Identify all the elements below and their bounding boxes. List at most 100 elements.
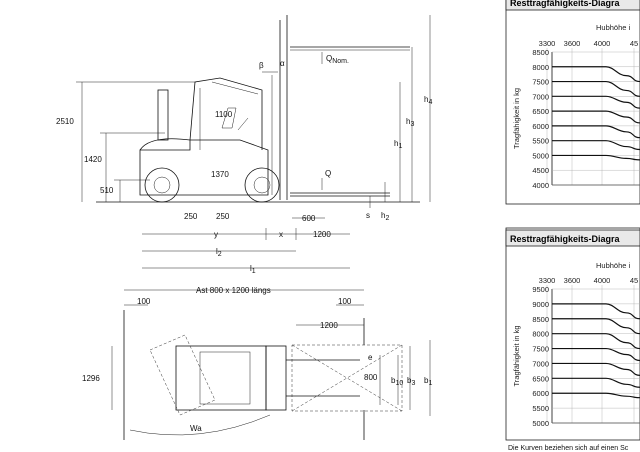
- y-tick-label: 6000: [532, 389, 549, 398]
- chart-title: Resttragfähigkeits-Diagra: [510, 234, 621, 244]
- top-tick-label: 45: [630, 39, 638, 48]
- y-axis-label: Tragfähigkeit in kg: [512, 325, 521, 386]
- capacity-curve: [552, 333, 640, 350]
- front-wheel-hub: [253, 176, 271, 194]
- mast-top: [265, 345, 287, 411]
- chart-frame: [505, 0, 640, 205]
- guard-roof: [211, 81, 259, 95]
- top-tick-label: 3300: [539, 39, 556, 48]
- dim-1420: 1420: [84, 155, 102, 164]
- y-tick-label: 5500: [532, 404, 549, 413]
- dim-b1: b1: [424, 376, 432, 387]
- capacity-curve: [552, 110, 640, 124]
- dim-b3: b3: [407, 376, 415, 387]
- q-label: Q: [325, 169, 331, 178]
- side-view: 2510 1420 510 1100 1370 β α QNom. Q h4 h…: [56, 15, 432, 275]
- dim-h4: h4: [424, 95, 432, 106]
- top-tick-label: 3300: [539, 276, 556, 285]
- y-tick-label: 9500: [532, 285, 549, 294]
- top-tick-label: 45: [630, 276, 638, 285]
- y-tick-label: 7000: [532, 92, 549, 101]
- turning-truck-outline: [149, 334, 216, 416]
- dim-h1: h1: [394, 139, 402, 150]
- y-tick-label: 9000: [532, 300, 549, 309]
- dim-2510: 2510: [56, 117, 74, 126]
- dim-l1: l1: [250, 264, 256, 275]
- y-tick-label: 8000: [532, 330, 549, 339]
- dim-100-b: 100: [338, 297, 352, 306]
- counterweight-top: [139, 138, 191, 151]
- dim-600: 600: [302, 214, 316, 223]
- y-tick-label: 7500: [532, 345, 549, 354]
- chart-subtitle: Hubhöhe i: [596, 23, 631, 32]
- top-tick-label: 3600: [564, 39, 581, 48]
- rear-wheel-hub: [153, 176, 171, 194]
- dim-ast: Ast 800 x 1200 längs: [196, 286, 271, 295]
- chart-subtitle: Hubhöhe i: [596, 261, 631, 270]
- capacity-curve: [552, 362, 640, 376]
- dim-h2: h2: [381, 211, 389, 222]
- dim-y: y: [214, 230, 218, 239]
- y-tick-label: 8000: [532, 63, 549, 72]
- front-wheel: [244, 167, 280, 203]
- capacity-curve: [552, 140, 640, 151]
- chart-header: [505, 229, 640, 247]
- overhead-guard: [189, 77, 263, 150]
- angle-alpha: α: [280, 59, 285, 68]
- exhaust-pipe: [157, 89, 169, 141]
- top-tick-label: 4000: [594, 39, 611, 48]
- chart-footnote: Die Kurven beziehen sich auf einen Sc: [508, 445, 629, 452]
- dim-510: 510: [100, 186, 114, 195]
- dim-s: s: [366, 211, 370, 220]
- steering-column: [237, 117, 249, 131]
- rear-wheel: [144, 167, 180, 203]
- capacity-curve: [552, 347, 640, 362]
- capacity-curve: [552, 125, 640, 139]
- y-tick-label: 7500: [532, 78, 549, 87]
- pallet-outline: [291, 344, 403, 412]
- chart-header: [505, 0, 640, 11]
- y-tick-label: 6000: [532, 122, 549, 131]
- capacity-curve: [552, 154, 640, 161]
- dim-1370: 1370: [211, 170, 229, 179]
- qnom-label: QNom.: [326, 54, 349, 65]
- capacity-curve: [552, 80, 640, 97]
- dim-l2: l2: [216, 247, 222, 258]
- dim-250-b: 250: [216, 212, 230, 221]
- y-tick-label: 5000: [532, 151, 549, 160]
- dim-100-a: 100: [137, 297, 151, 306]
- dim-1200-top: 1200: [320, 321, 338, 330]
- dim-800: 800: [364, 373, 378, 382]
- top-view: Ast 800 x 1200 längs 100 100 1200 1296 e…: [82, 286, 432, 440]
- y-tick-label: 5000: [532, 419, 549, 428]
- cab-top: [199, 351, 251, 405]
- y-tick-label: 6500: [532, 107, 549, 116]
- dim-1200: 1200: [313, 230, 331, 239]
- chart-title: Resttragfähigkeits-Diagra: [510, 0, 621, 8]
- y-tick-label: 7000: [532, 359, 549, 368]
- truck-body: [139, 139, 269, 196]
- capacity-curve: [552, 377, 640, 388]
- y-axis-label: Tragfähigkeit in kg: [512, 88, 521, 149]
- dim-b10: b10: [391, 376, 403, 387]
- capacity-curve: [552, 95, 640, 109]
- dim-x: x: [279, 230, 283, 239]
- dim-1100: 1100: [215, 110, 233, 119]
- capacity-curve: [552, 66, 640, 83]
- dim-250-a: 250: [184, 212, 198, 221]
- pallet-diagonal-b: [291, 344, 403, 412]
- capacity-curve: [552, 318, 640, 335]
- capacity-curve: [552, 303, 640, 320]
- y-tick-label: 4500: [532, 166, 549, 175]
- y-tick-label: 6500: [532, 374, 549, 383]
- angle-beta: β: [259, 61, 264, 70]
- pallet-diagonal-a: [291, 344, 403, 412]
- seat: [221, 107, 237, 129]
- top-tick-label: 4000: [594, 276, 611, 285]
- y-tick-label: 8500: [532, 315, 549, 324]
- top-tick-label: 3600: [564, 276, 581, 285]
- dim-e: e: [368, 353, 373, 362]
- truck-top-body: [175, 345, 267, 411]
